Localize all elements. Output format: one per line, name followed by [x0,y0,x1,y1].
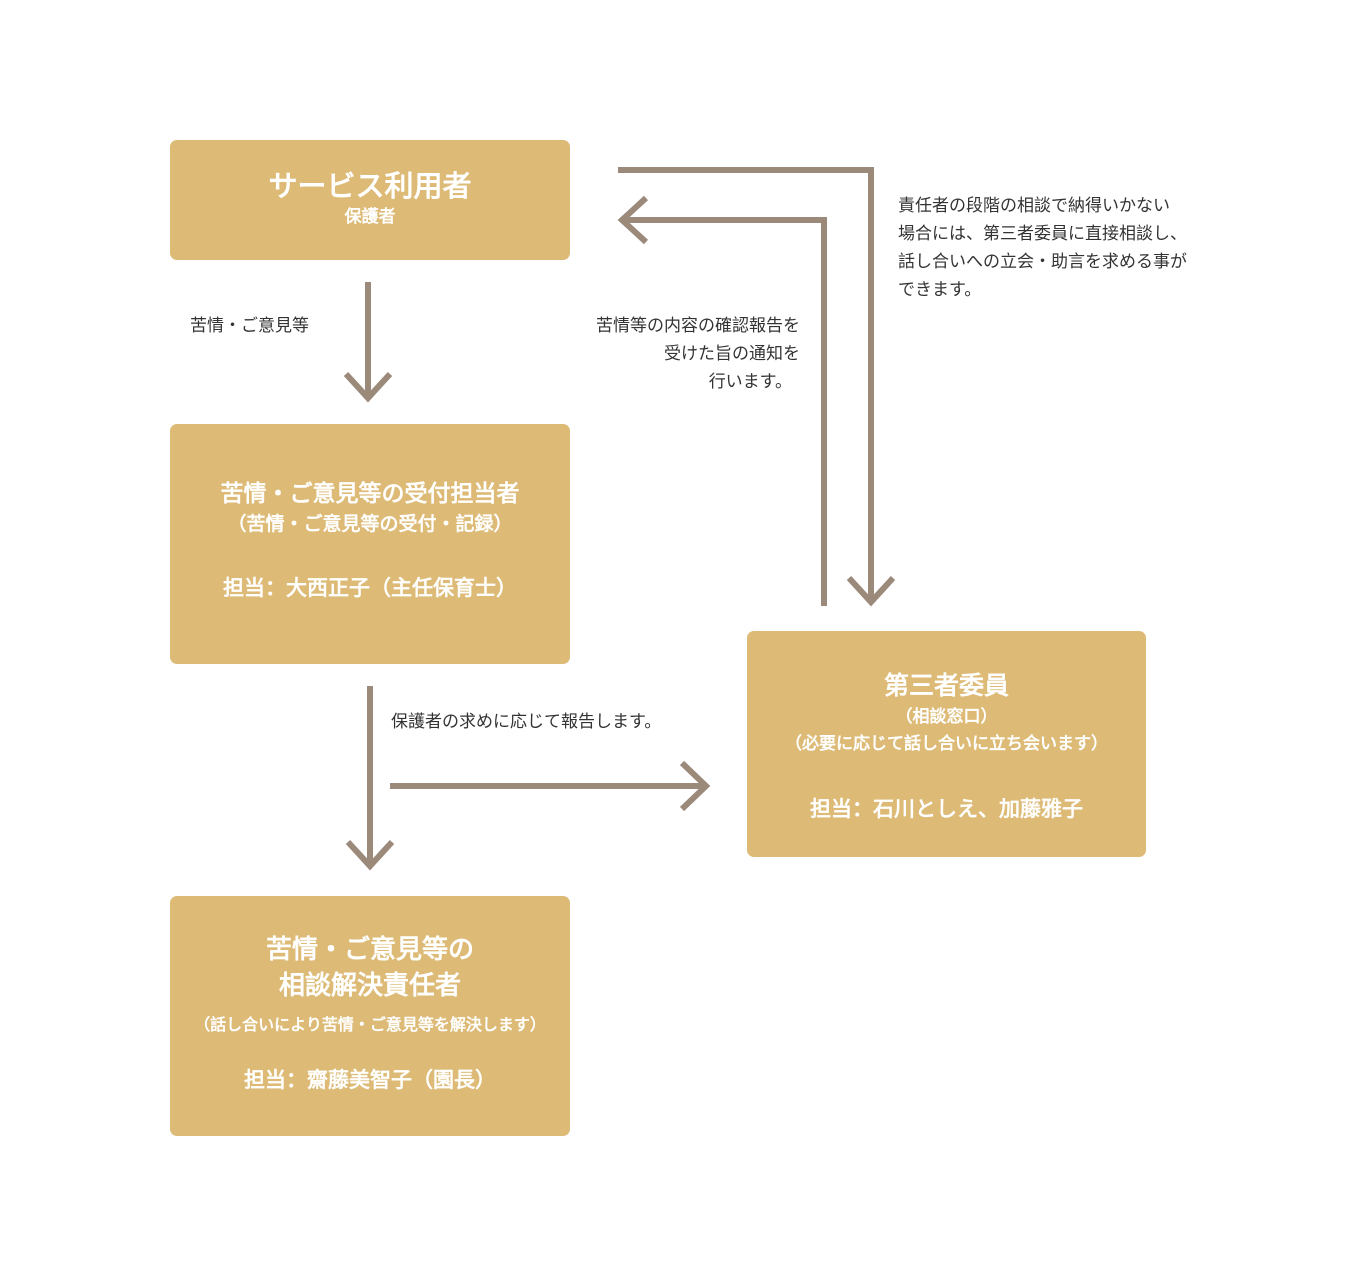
reception-subtitle: （苦情・ご意見等の受付・記録） [227,513,513,535]
service-user-box: サービス利用者 保護者 [170,140,570,260]
resolver-subtitle: （話し合いにより苦情・ご意見等を解決します） [194,1015,546,1034]
third-party-subtitle-2: （必要に応じて話し合いに立ち会います） [785,734,1108,754]
label-direct-line4: できます。 [898,280,982,300]
arrowhead-to-third-party [679,760,711,812]
arrow-user-to-third-party [618,167,874,600]
label-notify-line2: 受けた旨の通知を [664,344,800,364]
label-complaint: 苦情・ご意見等 [190,316,309,336]
resolver-box: 苦情・ご意見等の 相談解決責任者 （話し合いにより苦情・ご意見等を解決します） … [170,896,570,1136]
label-report: 保護者の求めに応じて報告します。 [391,712,662,732]
arrowhead-user-to-reception [343,371,393,403]
resolver-title-line2: 相談解決責任者 [278,971,461,1001]
label-direct-line3: 話し合いへの立会・助言を求める事が [898,252,1187,272]
third-party-box: 第三者委員 （相談窓口） （必要に応じて話し合いに立ち会います） 担当：石川とし… [747,631,1146,857]
third-party-title: 第三者委員 [883,671,1009,700]
label-notify-line3: 行います。 [708,372,792,392]
third-party-person: 担当：石川としえ、加藤雅子 [810,797,1083,821]
resolver-title-line1: 苦情・ご意見等の [265,935,474,965]
label-direct-line2: 場合には、第三者委員に直接相談し、 [898,224,1187,244]
label-direct-line1: 責任者の段階の相談で納得いかない [898,196,1170,216]
arrow-third-party-to-user [622,217,827,606]
reception-title: 苦情・ご意見等の受付担当者 [220,481,520,507]
service-user-title: サービス利用者 [268,169,472,203]
arrowhead-third-party-to-user [617,195,649,245]
reception-box: 苦情・ご意見等の受付担当者 （苦情・ご意見等の受付・記録） 担当：大西正子（主任… [170,424,570,664]
service-user-subtitle: 保護者 [344,207,396,227]
reception-person: 担当：大西正子（主任保育士） [223,576,517,600]
third-party-subtitle-1: （相談窓口） [895,707,998,727]
arrowhead-user-to-third-party [846,575,896,607]
resolver-person: 担当：齋藤美智子（園長） [244,1068,496,1092]
label-notify-line1: 苦情等の内容の確認報告を [596,316,800,336]
arrowhead-reception-to-resolver [345,839,395,871]
